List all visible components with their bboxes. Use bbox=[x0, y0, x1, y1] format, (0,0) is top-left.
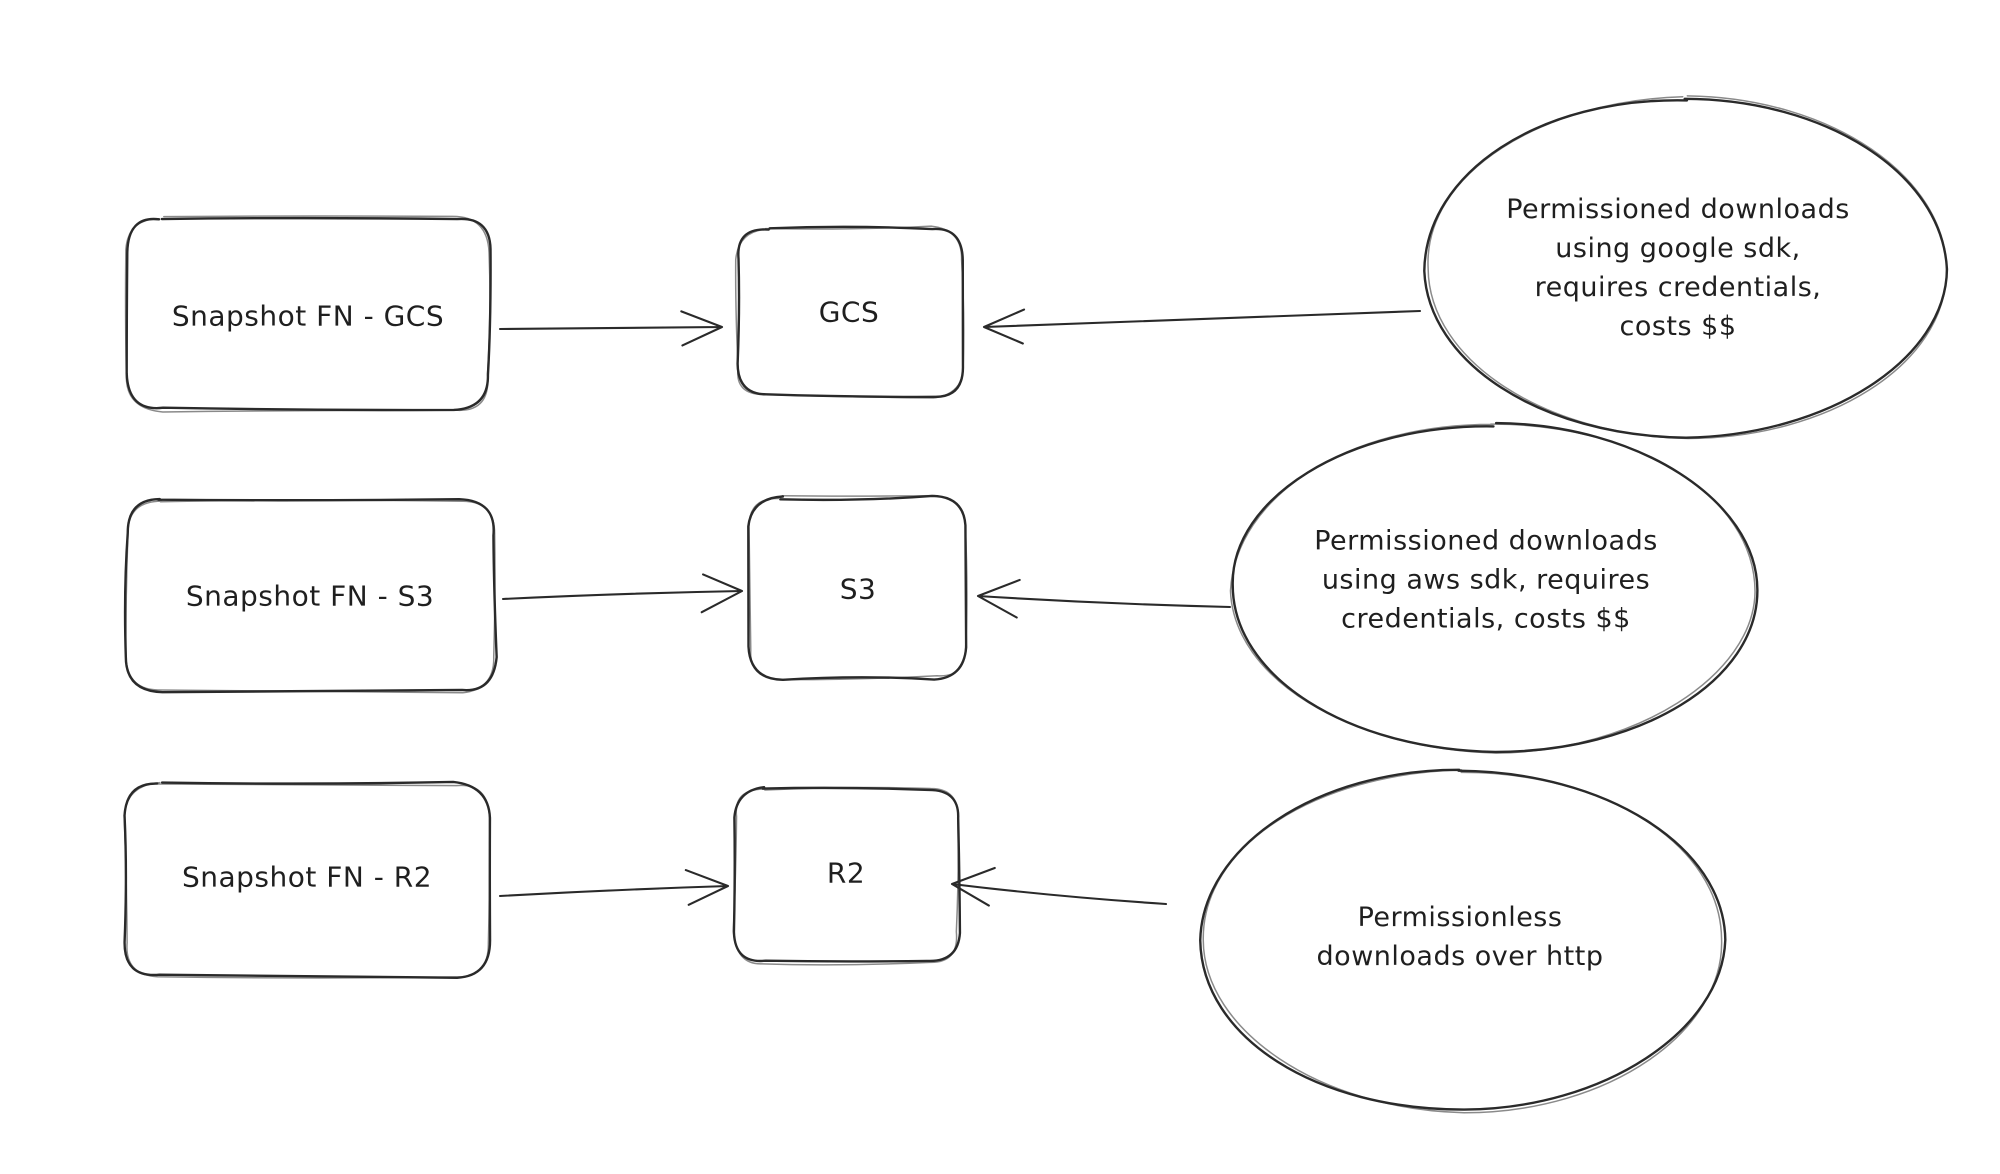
arrow-snapshot-gcs-to-gcs[interactable] bbox=[498, 310, 724, 347]
gcs-note-line: requires credentials, bbox=[1534, 272, 1822, 303]
r2-note-line: downloads over http bbox=[1316, 941, 1604, 972]
r2-note-ellipse-overdraw bbox=[1202, 769, 1723, 1114]
s3-box-overdraw bbox=[748, 494, 968, 681]
snapshot-gcs-label: Snapshot FN - GCS bbox=[171, 299, 445, 333]
snapshot-s3-box[interactable] bbox=[123, 497, 498, 694]
arrow-snapshot-r2-to-r2[interactable] bbox=[498, 869, 730, 906]
s3-note-line: Permissioned downloads bbox=[1314, 525, 1658, 557]
snapshot-r2-box-overdraw bbox=[123, 781, 491, 979]
arrow-s3-note-to-s3[interactable] bbox=[976, 578, 1232, 619]
s3-note-ellipse-overdraw bbox=[1229, 423, 1756, 754]
snapshot-gcs-box-overdraw bbox=[124, 215, 491, 413]
s3-note-line: credentials, costs $$ bbox=[1341, 603, 1631, 635]
s3-note-text: Permissioned downloads using aws sdk, re… bbox=[1314, 522, 1658, 639]
gcs-box-overdraw bbox=[734, 225, 965, 399]
s3-note-line: using aws sdk, requires bbox=[1321, 564, 1651, 596]
s3-label: S3 bbox=[839, 572, 877, 606]
arrow-snapshot-s3-to-s3[interactable] bbox=[501, 573, 744, 614]
gcs-label: GCS bbox=[818, 295, 880, 329]
r2-note-line: Permissionless bbox=[1357, 902, 1563, 933]
gcs-note-line: costs $$ bbox=[1619, 311, 1737, 342]
arrow-gcs-note-to-gcs[interactable] bbox=[982, 308, 1422, 345]
gcs-note-line: using google sdk, bbox=[1555, 233, 1801, 264]
arrow-r2-note-to-r2[interactable] bbox=[950, 866, 1168, 907]
snapshot-r2-label: Snapshot FN - R2 bbox=[181, 860, 433, 894]
r2-note-text: Permissionless downloads over http bbox=[1317, 898, 1604, 976]
gcs-note-text: Permissioned downloads using google sdk,… bbox=[1506, 190, 1850, 346]
gcs-note-line: Permissioned downloads bbox=[1506, 194, 1850, 225]
r2-label: R2 bbox=[826, 856, 866, 890]
r2-box-overdraw bbox=[732, 786, 959, 966]
snapshot-s3-label: Snapshot FN - S3 bbox=[185, 579, 435, 613]
r2-box[interactable] bbox=[732, 786, 962, 963]
snapshot-s3-box-overdraw bbox=[125, 499, 496, 694]
gcs-note-ellipse-overdraw bbox=[1427, 95, 1948, 440]
